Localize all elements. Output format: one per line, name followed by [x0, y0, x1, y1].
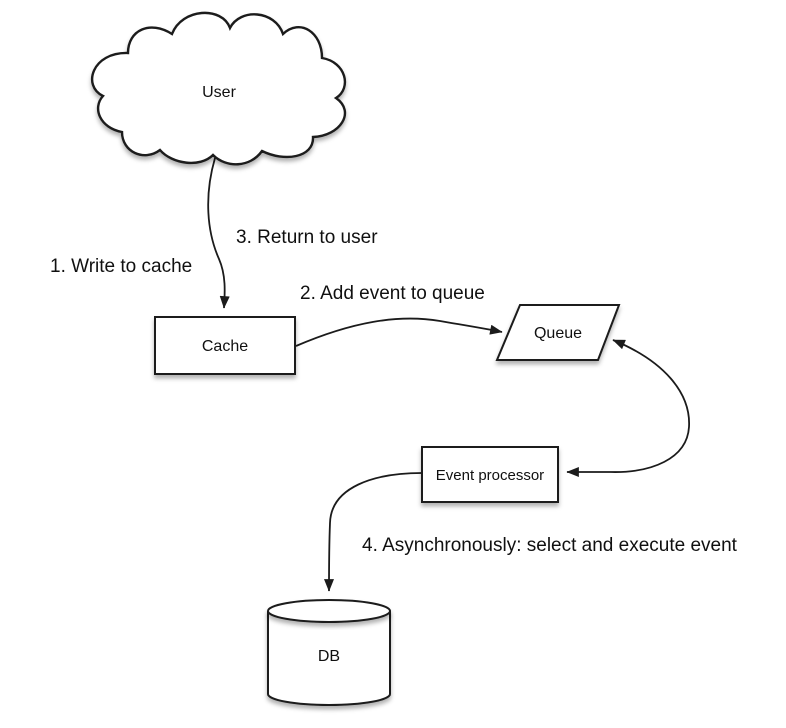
edge-user-to-cache — [207, 157, 230, 309]
node-cache-label: Cache — [202, 338, 248, 355]
cloud-shape — [91, 11, 347, 166]
db-cylinder-top — [267, 599, 391, 623]
queue-parallelogram — [495, 304, 621, 361]
edge-queue-event-processor-bidirectional — [566, 339, 690, 477]
event-processor-rect — [421, 446, 559, 503]
node-cache: Cache — [154, 316, 296, 375]
node-event-processor-label: Event processor — [436, 467, 544, 484]
node-event-processor: Event processor — [421, 446, 559, 503]
label-step1-write-to-cache: 1. Write to cache — [50, 256, 192, 277]
label-step2-add-event-to-queue: 2. Add event to queue — [300, 283, 485, 304]
edge-cache-to-queue — [295, 317, 503, 347]
edge-group — [207, 157, 690, 592]
node-db: DB — [267, 599, 391, 706]
node-user-label: User — [202, 84, 236, 101]
node-queue-label: Queue — [534, 325, 582, 342]
node-user: User — [91, 11, 347, 166]
label-step3-return-to-user: 3. Return to user — [236, 227, 378, 248]
db-cylinder-body — [267, 611, 391, 706]
node-queue: Queue — [495, 304, 621, 361]
node-db-label: DB — [318, 648, 340, 665]
cache-rect — [154, 316, 296, 375]
edge-label-group: 1. Write to cache 2. Add event to queue … — [50, 227, 738, 556]
label-step4-async-select-execute: 4. Asynchronously: select and execute ev… — [362, 535, 738, 556]
edge-event-processor-to-db — [324, 472, 423, 592]
